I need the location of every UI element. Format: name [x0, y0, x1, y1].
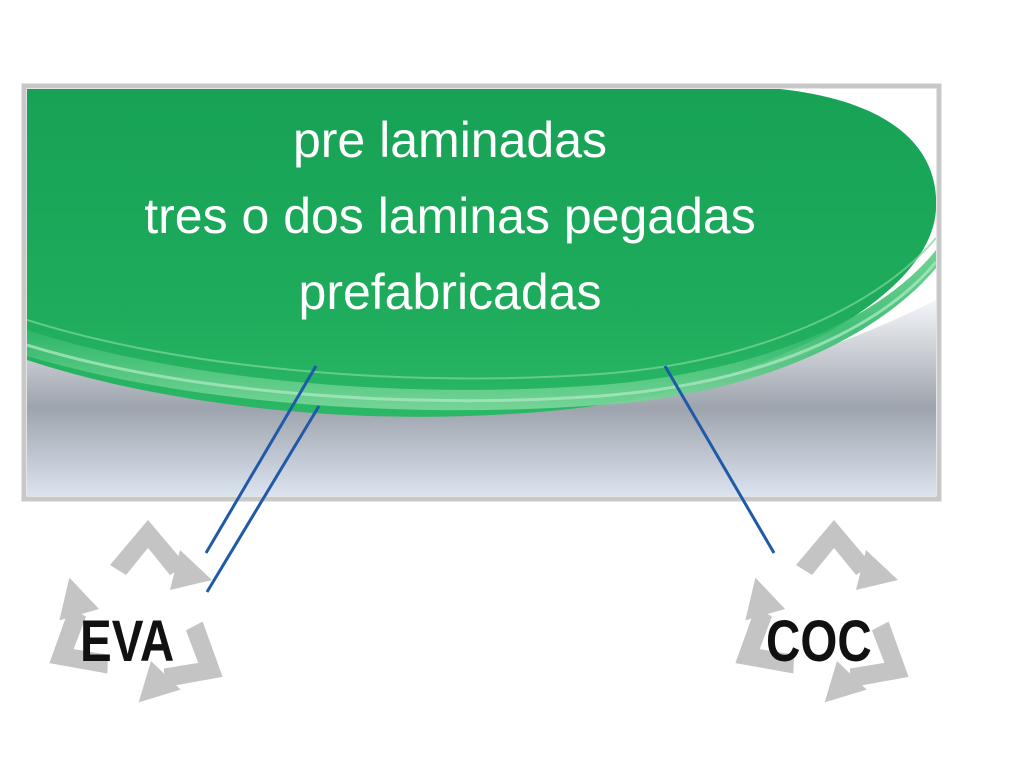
- lens-rim-line: [27, 261, 936, 403]
- caption-line-1: pre laminadas: [292, 112, 608, 168]
- leader-line-eva-2: [205, 405, 321, 593]
- caption-line-3: prefabricadas: [298, 264, 602, 320]
- lens-rim-line: [27, 237, 936, 380]
- caption-line-2: tres o dos laminas pegadas: [144, 188, 756, 244]
- lens-body: [27, 89, 936, 417]
- recycle-icon: [735, 520, 909, 703]
- leader-line-coc: [663, 365, 776, 554]
- lens-photo: [27, 89, 936, 496]
- lens-rim-layer: [27, 250, 936, 411]
- label-eva: EVA: [80, 609, 175, 674]
- leader-line-eva-1: [204, 365, 318, 554]
- label-coc: COC: [766, 609, 872, 674]
- recycle-icon: [49, 520, 223, 703]
